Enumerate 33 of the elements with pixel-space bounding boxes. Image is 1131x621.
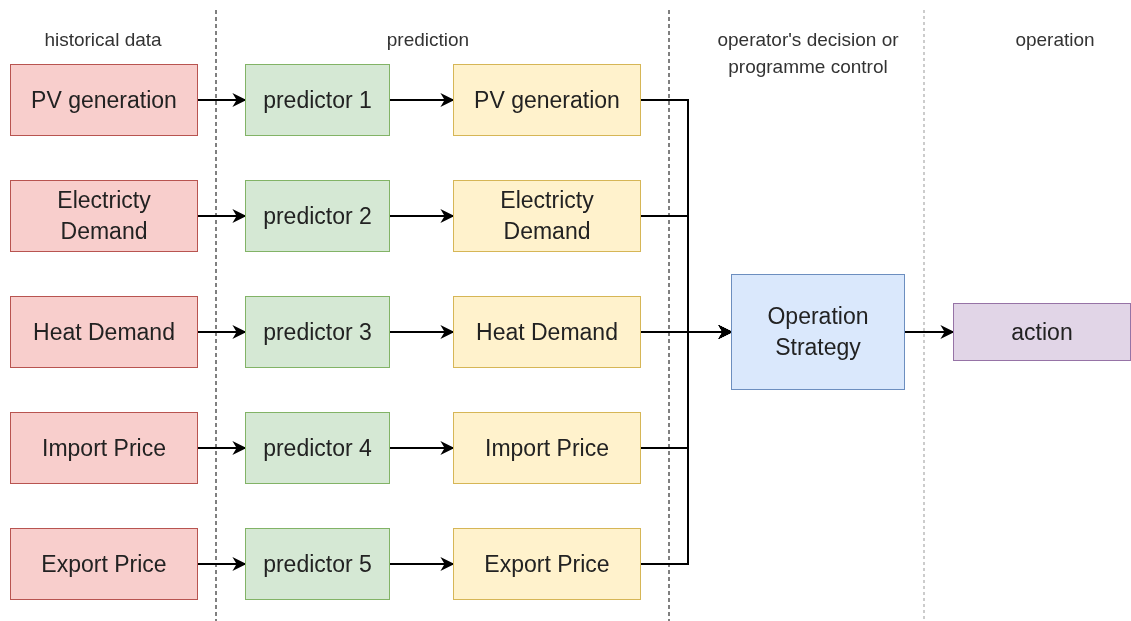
process-box: predictor 5 <box>245 528 390 600</box>
process-box: PV generation <box>453 64 641 136</box>
process-box: Import Price <box>10 412 198 484</box>
column-heading: operation <box>1015 28 1095 52</box>
process-box: Import Price <box>453 412 641 484</box>
arrow <box>197 557 247 571</box>
process-box: predictor 2 <box>245 180 390 252</box>
column-heading: prediction <box>386 28 470 52</box>
process-box: Heat Demand <box>10 296 198 368</box>
process-box: Export Price <box>10 528 198 600</box>
process-box: Electricty Demand <box>453 180 641 252</box>
process-box: Operation Strategy <box>731 274 905 390</box>
arrow <box>197 441 247 455</box>
arrow <box>389 209 455 223</box>
arrow <box>197 325 247 339</box>
process-box: predictor 4 <box>245 412 390 484</box>
process-box: Export Price <box>453 528 641 600</box>
arrow <box>197 209 247 223</box>
column-heading: operator's decision or programme control <box>716 28 900 79</box>
arrow <box>389 93 455 107</box>
process-box: Heat Demand <box>453 296 641 368</box>
process-box: predictor 1 <box>245 64 390 136</box>
arrow <box>389 441 455 455</box>
arrow <box>640 325 733 565</box>
process-box: PV generation <box>10 64 198 136</box>
column-heading: historical data <box>44 28 162 52</box>
arrow <box>904 325 955 339</box>
arrow <box>389 557 455 571</box>
process-box: action <box>953 303 1131 361</box>
arrow <box>197 93 247 107</box>
process-box: predictor 3 <box>245 296 390 368</box>
arrow <box>389 325 455 339</box>
process-box: Electricty Demand <box>10 180 198 252</box>
